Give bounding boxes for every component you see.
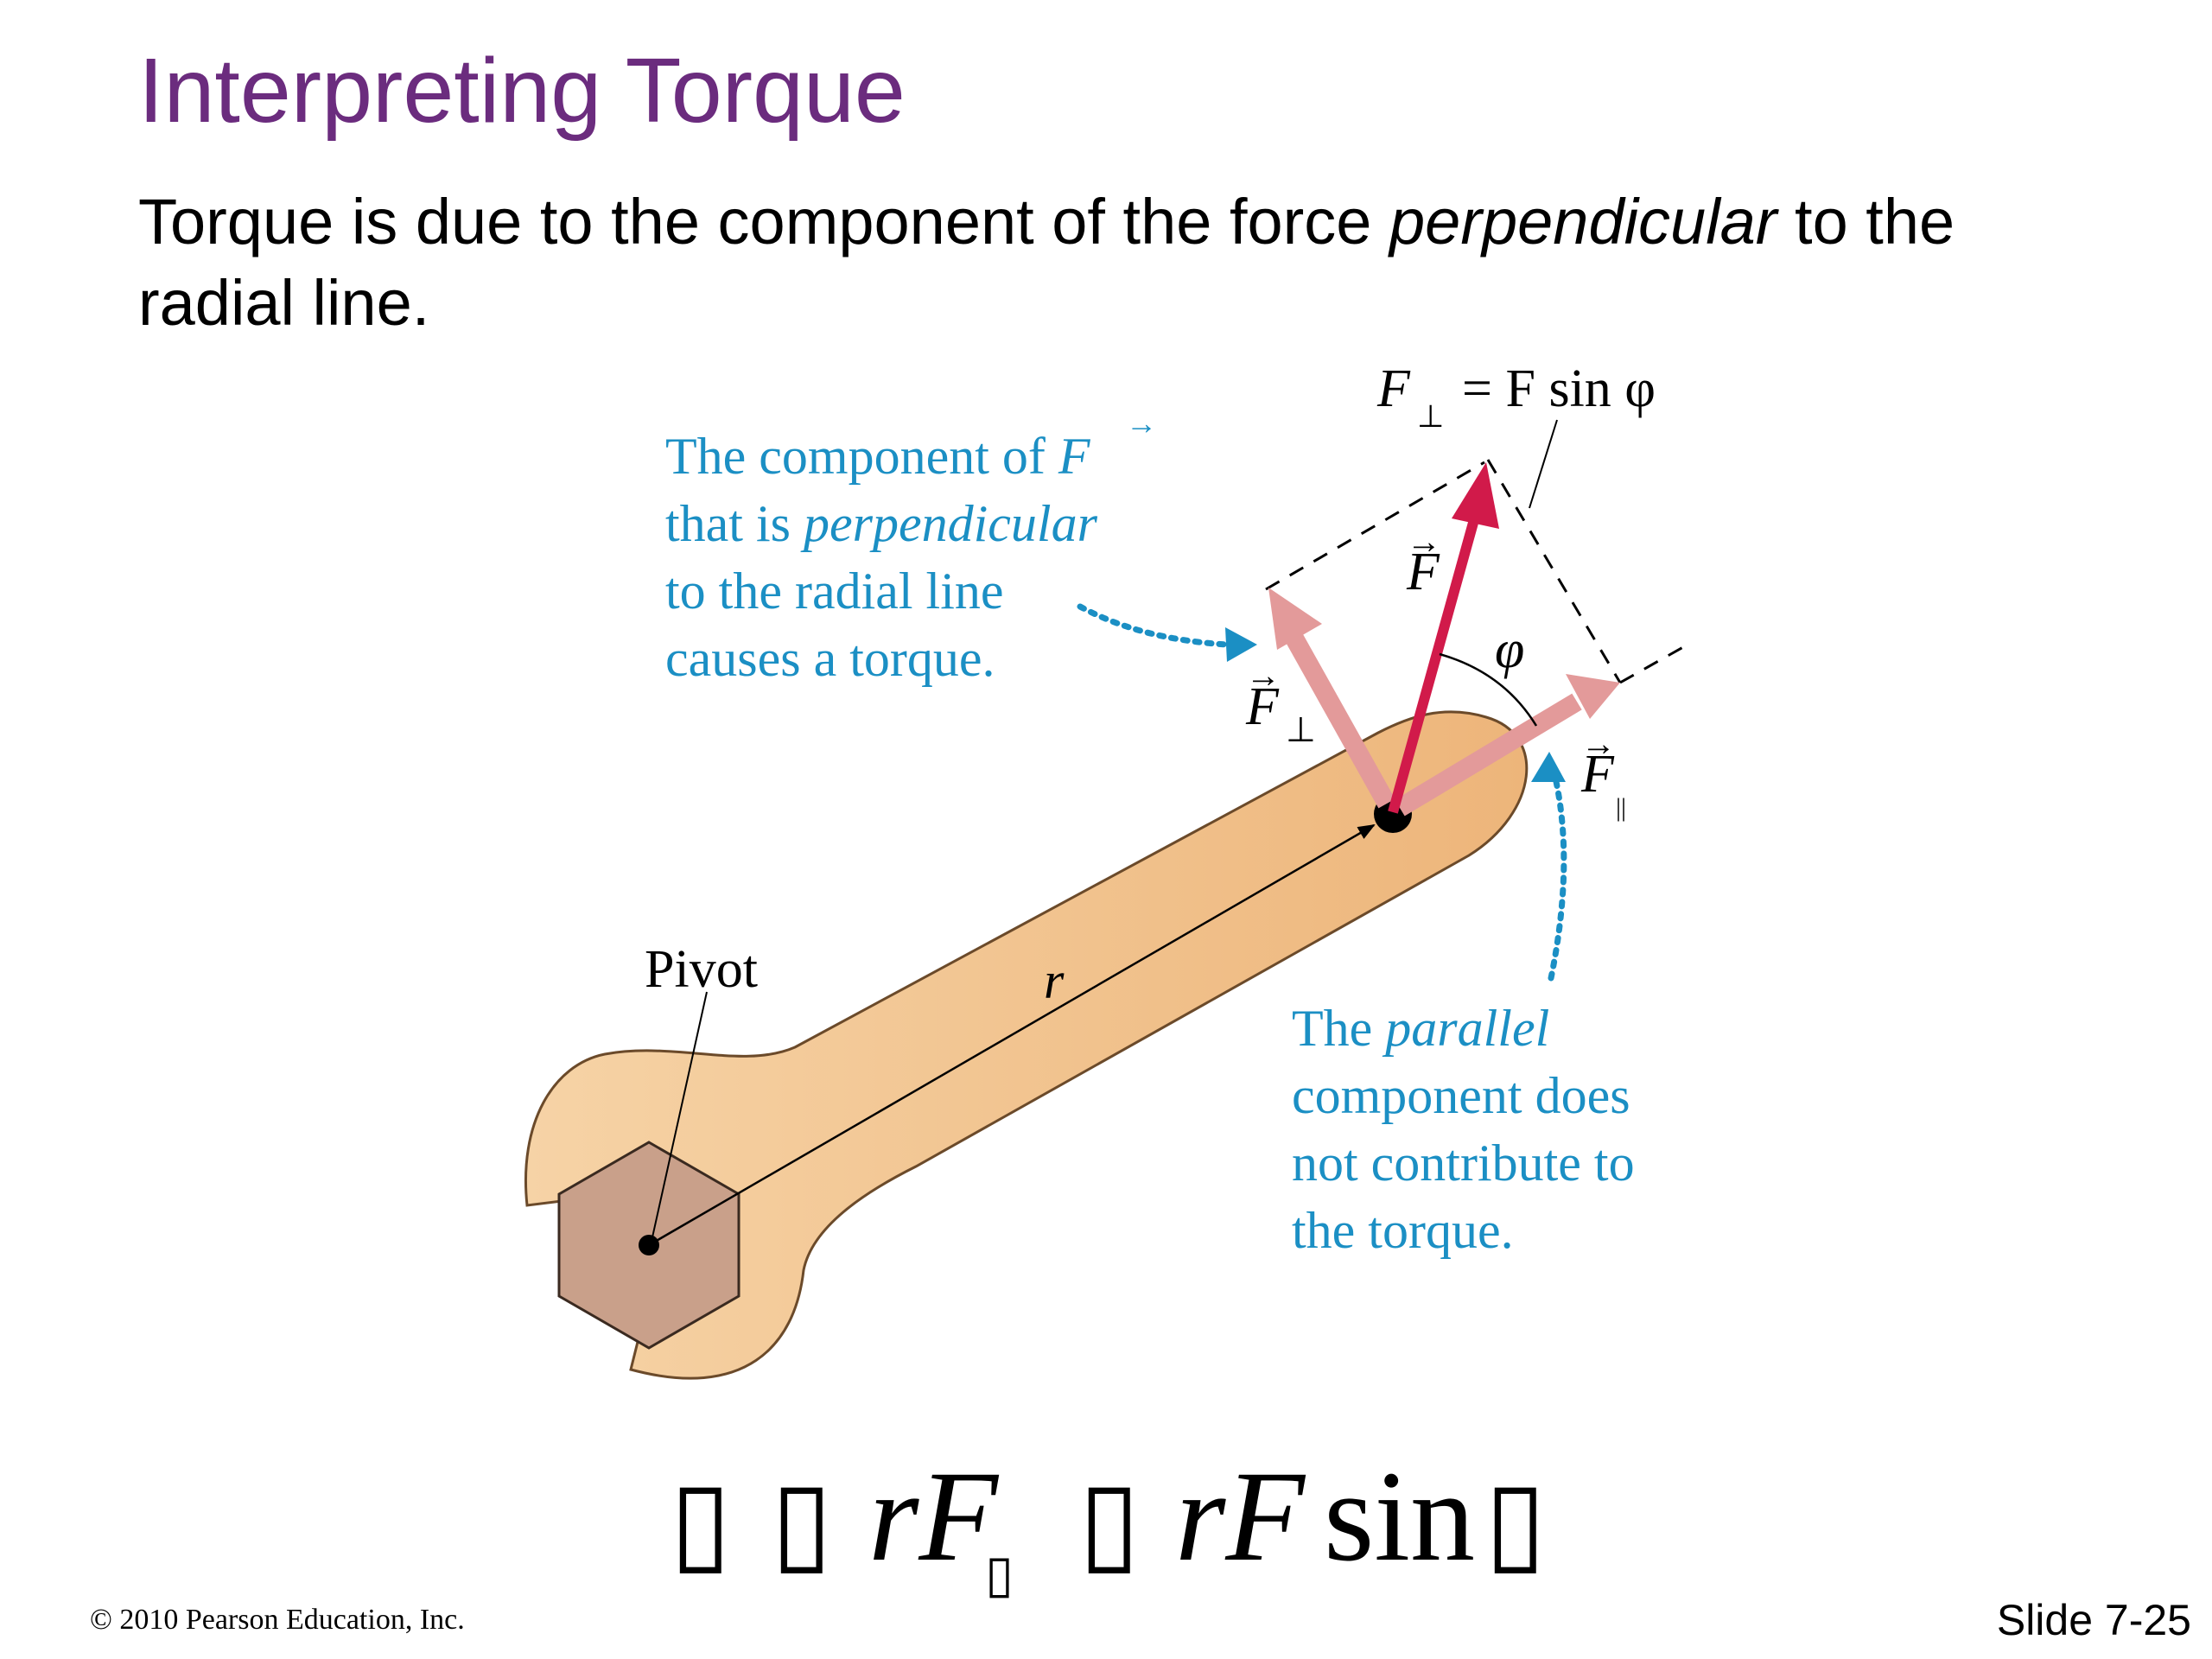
torque-equation: ▯ ▯ rF ▯ ▯ rF sin ▯ [670, 1445, 1547, 1603]
intro-emphasis: perpendicular [1389, 186, 1777, 257]
force-arrow [1388, 462, 1499, 814]
pivot-label: Pivot [645, 940, 758, 999]
perp-note-arrow: → [1126, 406, 1157, 441]
force-label: → F [1406, 522, 1441, 601]
eq-part2: rF [1175, 1445, 1306, 1588]
par-subscript: || [1616, 793, 1626, 822]
par-pointer-head [1531, 752, 1566, 782]
par-component-label: → F || [1580, 724, 1626, 822]
phi-label: φ [1495, 620, 1524, 679]
par-note-line2: component does [1292, 1067, 1630, 1124]
eq-subbox: ▯ [985, 1546, 1014, 1603]
perp-pointer-head [1225, 627, 1257, 662]
slide-title: Interpreting Torque [138, 40, 906, 142]
par-symbol: F [1580, 745, 1615, 804]
component-construction-lines [1265, 459, 1690, 684]
formula-f: F [1376, 359, 1411, 418]
eq-part3: sin [1324, 1445, 1475, 1588]
eq-box2: ▯ [771, 1460, 833, 1585]
eq-box3: ▯ [1078, 1460, 1141, 1585]
parallel-annotation: The parallel component does not contribu… [1292, 1000, 1635, 1259]
formula-rhs: = F sin φ [1462, 359, 1656, 418]
perp-note-line4: causes a torque. [665, 630, 995, 687]
perp-note-line3: to the radial line [665, 563, 1004, 620]
perpendicular-component-arrow [1268, 588, 1395, 809]
phi-angle-arc [1439, 652, 1538, 727]
perpendicular-formula: F ⊥ = F sin φ [1376, 359, 1656, 434]
perpendicular-annotation: The component of F → that is perpendicul… [665, 406, 1157, 687]
perp-pointer [1077, 603, 1230, 648]
force-symbol: F [1406, 543, 1440, 601]
parallel-component-arrow [1395, 674, 1620, 817]
intro-text: Torque is due to the component of the fo… [138, 181, 2126, 344]
par-note-line4: the torque. [1292, 1202, 1514, 1259]
r-label: r [1044, 952, 1065, 1009]
copyright-footer: © 2010 Pearson Education, Inc. [90, 1604, 465, 1636]
perp-note-line2: that is perpendicular [665, 495, 1098, 552]
par-vector-arrow: → [1581, 724, 1616, 763]
par-note-line1: The parallel [1292, 1000, 1549, 1057]
pivot-leader [652, 991, 708, 1238]
formula-leader [1529, 419, 1558, 509]
perp-note-f: F [1058, 428, 1091, 485]
par-pointer [1548, 774, 1567, 982]
eq-box4: ▯ [1484, 1460, 1547, 1585]
perp-vector-arrow: → [1246, 656, 1281, 695]
radial-line [648, 823, 1376, 1247]
perp-component-label: → F ⊥ [1245, 656, 1316, 749]
perp-subscript: ⊥ [1286, 710, 1316, 749]
intro-text-part2: to the radial line. [138, 186, 1955, 339]
force-vector-arrow: → [1407, 522, 1441, 561]
eq-box1: ▯ [670, 1460, 732, 1585]
formula-perp-subscript: ⊥ [1417, 399, 1444, 434]
eq-part1: rF [868, 1445, 999, 1588]
perp-note-line1: The component of F [665, 428, 1091, 485]
par-note-line3: not contribute to [1292, 1135, 1635, 1192]
slide-number: Slide 7-25 [1996, 1596, 2191, 1644]
perp-symbol: F [1245, 677, 1280, 736]
intro-text-part1: Torque is due to the component of the fo… [138, 186, 1390, 257]
